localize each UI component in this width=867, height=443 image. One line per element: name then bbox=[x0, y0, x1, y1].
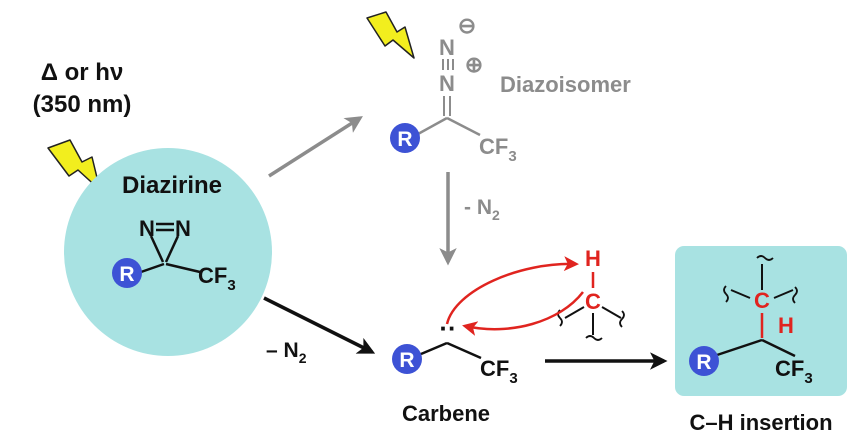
arrow-to-diazoisomer bbox=[268, 116, 363, 178]
carbene-cf3: CF3 bbox=[480, 356, 518, 387]
diazirine-r-group bbox=[112, 258, 142, 288]
curved-arrow-to-hydrogen bbox=[445, 256, 579, 325]
diazoisomer-n-top: N bbox=[439, 35, 455, 60]
lightning-bolt-icon bbox=[47, 139, 101, 191]
carbene-label: Carbene bbox=[402, 401, 490, 426]
diazirine-cf3: CF3 bbox=[198, 263, 236, 294]
substrate-c: C bbox=[585, 289, 601, 314]
diazoisomer-r-label: R bbox=[397, 128, 412, 151]
diazirine-highlight-circle bbox=[64, 148, 272, 356]
conditions-line1: Δ or hν bbox=[41, 59, 124, 86]
substrate-ch-structure: H C bbox=[557, 246, 625, 341]
diazoisomer-n-mid: N bbox=[439, 71, 455, 96]
product-cf3: CF3 bbox=[775, 356, 813, 387]
diazoisomer-positive-charge: ⊕ bbox=[465, 52, 483, 77]
diazirine-structure: N N R CF3 bbox=[112, 216, 236, 294]
carbene-lone-pair: ·· bbox=[439, 313, 456, 343]
diazoisomer-negative-charge: ⊖ bbox=[458, 13, 476, 38]
diazoisomer-r-group bbox=[390, 123, 420, 153]
substrate-h: H bbox=[585, 246, 601, 271]
lightning-bolt-icon bbox=[366, 11, 415, 59]
diazirine-label: Diazirine bbox=[122, 172, 222, 199]
carbene-r-group bbox=[392, 344, 422, 374]
product-r-group bbox=[689, 346, 719, 376]
diazirine-n-left: N bbox=[139, 216, 155, 241]
curved-arrow-to-carbene bbox=[462, 291, 584, 336]
diazoisomer-cf3: CF3 bbox=[479, 134, 517, 165]
carbene-structure: R ·· CF3 bbox=[392, 313, 518, 387]
diazirine-n-right: N bbox=[175, 216, 191, 241]
loss-n2-label-direct: – N2 bbox=[266, 339, 307, 366]
diazoisomer-structure: N N ⊖ ⊕ R CF3 bbox=[390, 13, 517, 165]
diazirine-r-label: R bbox=[119, 263, 134, 286]
arrow-to-carbene bbox=[263, 296, 376, 354]
loss-n2-label-vertical: - N2 bbox=[464, 196, 500, 223]
carbene-r-label: R bbox=[399, 349, 414, 372]
product-c: C bbox=[754, 288, 770, 313]
product-structure: C H R CF3 bbox=[689, 255, 813, 387]
product-label: C–H insertion bbox=[689, 410, 832, 435]
product-r-label: R bbox=[696, 351, 711, 374]
product-h: H bbox=[778, 313, 794, 338]
diazoisomer-label: Diazoisomer bbox=[500, 72, 631, 97]
conditions-line2: (350 nm) bbox=[33, 91, 132, 118]
